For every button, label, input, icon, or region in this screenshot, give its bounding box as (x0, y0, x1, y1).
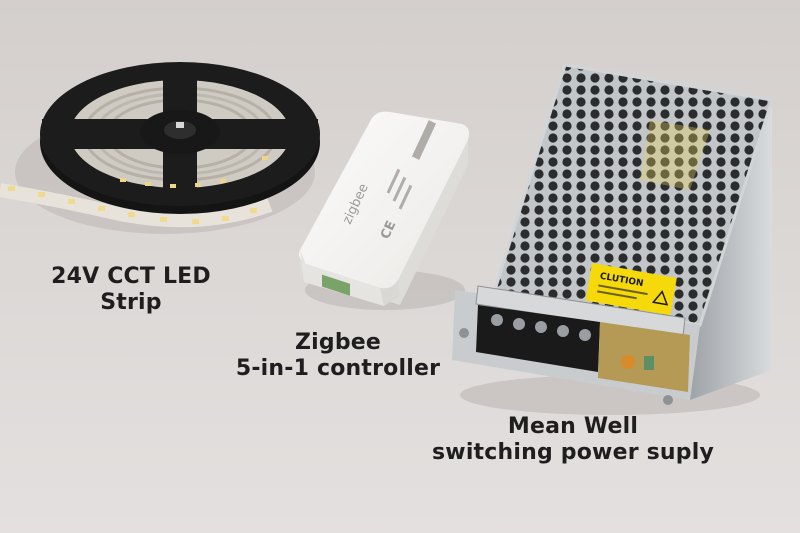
power-supply-label-line1: Mean Well (507, 414, 639, 439)
controller-ce-mark: CE (378, 219, 399, 242)
power-supply-label-line2: switching power suply (432, 440, 714, 466)
zigbee-controller: zigbee CE (298, 111, 470, 310)
led-strip-reel (0, 62, 320, 234)
led-strip-label-line1: 24V CCT LED (51, 264, 211, 289)
controller-label: Zigbee 5-in-1 controller (228, 330, 448, 383)
controller-label-line1: Zigbee (294, 330, 382, 355)
led-strip-label: 24V CCT LED Strip (36, 264, 226, 317)
power-supply: CLUTION (452, 63, 774, 415)
controller-label-line2: 5-in-1 controller (235, 356, 441, 382)
power-supply-label: Mean Well switching power suply (418, 414, 728, 467)
led-strip-label-line2: Strip (100, 290, 162, 316)
caution-label: CLUTION (585, 263, 677, 316)
